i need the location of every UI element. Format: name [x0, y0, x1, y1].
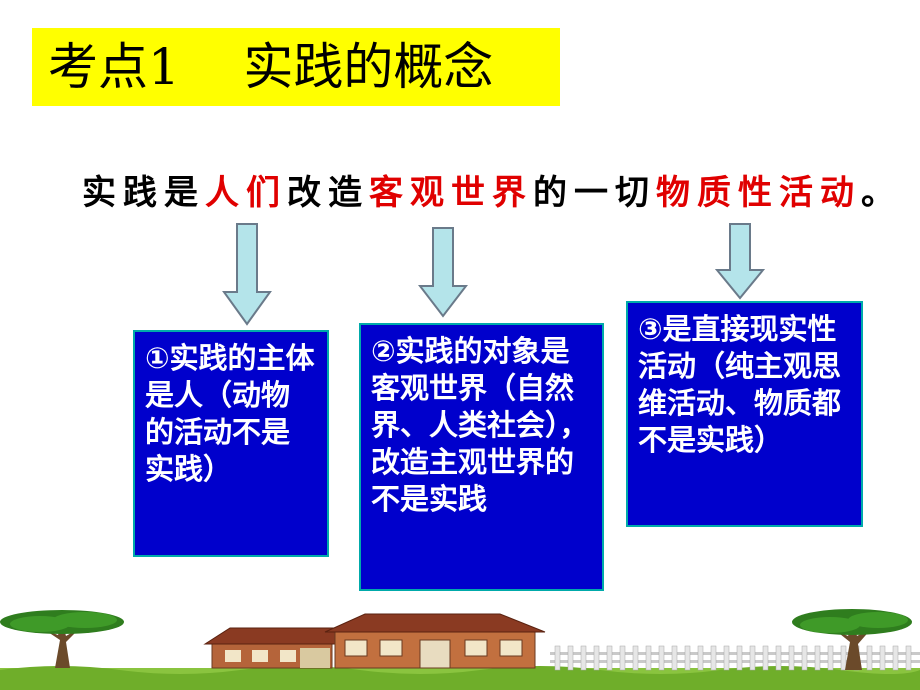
title-banner: 考点1 实践的概念 — [32, 28, 560, 106]
definition-sentence: 实践是人们改造客观世界的一切物质性活动。 — [82, 170, 902, 216]
tree-icon — [792, 609, 912, 670]
tree-icon — [0, 610, 124, 668]
decorative-scene — [0, 609, 920, 690]
down-arrow-icon — [418, 227, 468, 318]
down-arrow-icon — [222, 223, 272, 326]
down-arrow-icon — [715, 223, 765, 300]
point-box-nature: ③是直接现实性活动（纯主观思维活动、物质都不是实践） — [626, 301, 863, 527]
definition-emphasis: 人们 — [205, 173, 287, 213]
definition-emphasis: 客观世界 — [369, 173, 533, 213]
point-box-object: ②实践的对象是客观世界（自然界、人类社会），改造主观世界的不是实践 — [359, 323, 604, 591]
point-box-subject: ①实践的主体是人（动物的活动不是实践） — [133, 330, 329, 557]
house-icon — [203, 613, 546, 669]
page-title: 考点1 实践的概念 — [48, 38, 494, 96]
fence-icon — [550, 645, 920, 671]
definition-part: 。 — [861, 173, 902, 213]
definition-part: 改造 — [287, 173, 369, 213]
definition-part: 的一切 — [533, 173, 656, 213]
definition-emphasis: 物质性活动 — [656, 173, 861, 213]
definition-part: 实践是 — [82, 173, 205, 213]
